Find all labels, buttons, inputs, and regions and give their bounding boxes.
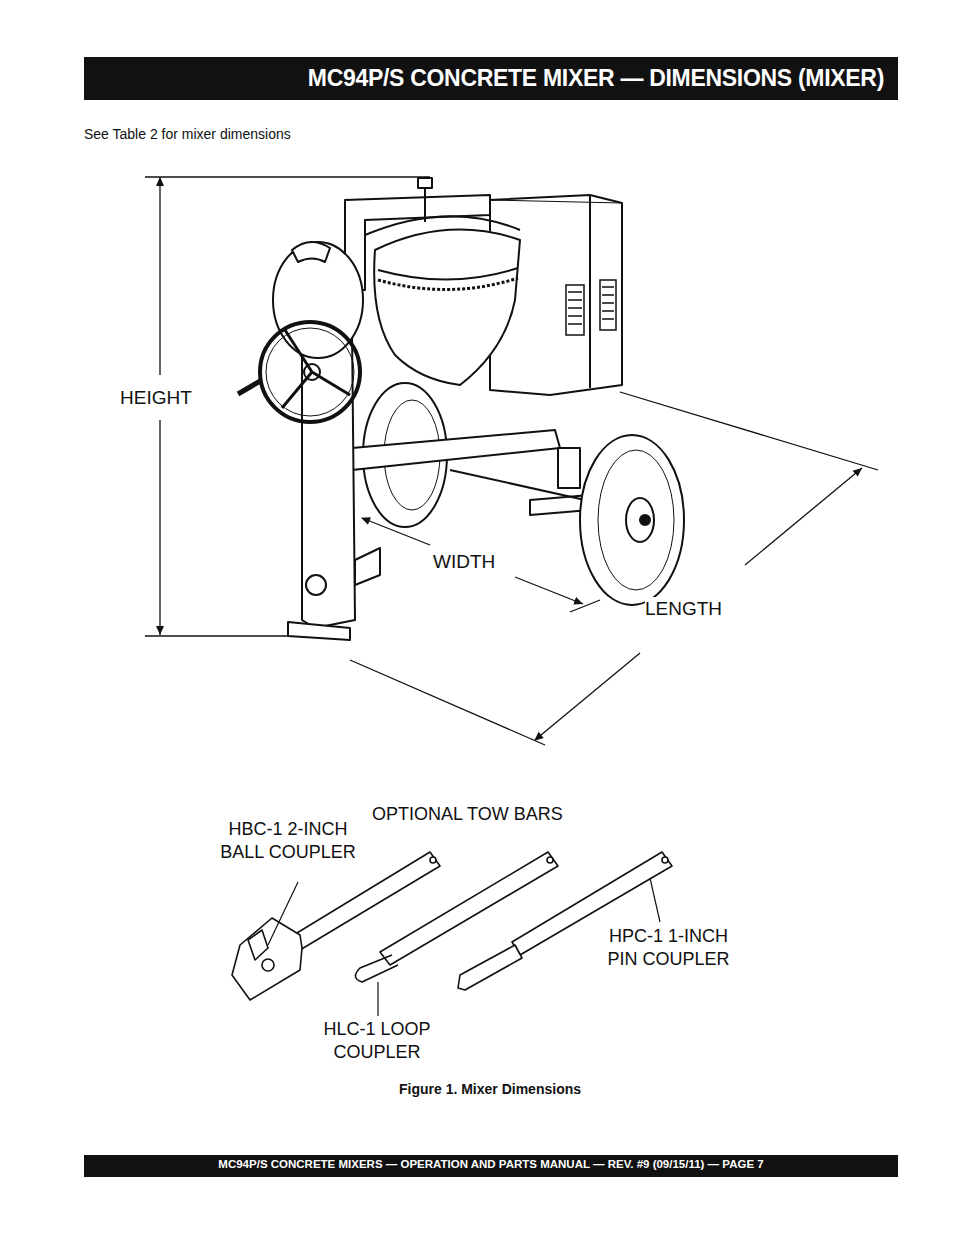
section-label: OPTIONAL TOW BARS <box>372 803 602 826</box>
part-label: HLC-1 LOOP COUPLER <box>292 1018 462 1063</box>
dimension-label: WIDTH <box>433 550 513 574</box>
note-text: See Table 2 for mixer dimensions <box>84 126 384 144</box>
figure-caption: Figure 1. Mixer Dimensions <box>290 1081 690 1097</box>
page-title: MC94P/S CONCRETE MIXER — DIMENSIONS (MIX… <box>308 65 884 92</box>
footer-band: MC94P/S CONCRETE MIXERS — OPERATION AND … <box>84 1155 898 1177</box>
part-label: HBC-1 2-INCH BALL COUPLER <box>208 818 368 863</box>
dimension-label: LENGTH <box>645 597 740 621</box>
part-label: HPC-1 1-INCH PIN COUPLER <box>596 925 741 970</box>
title-band: MC94P/S CONCRETE MIXER — DIMENSIONS (MIX… <box>84 57 898 100</box>
dimension-label: HEIGHT <box>120 386 210 410</box>
footer-text: MC94P/S CONCRETE MIXERS — OPERATION AND … <box>84 1158 898 1170</box>
